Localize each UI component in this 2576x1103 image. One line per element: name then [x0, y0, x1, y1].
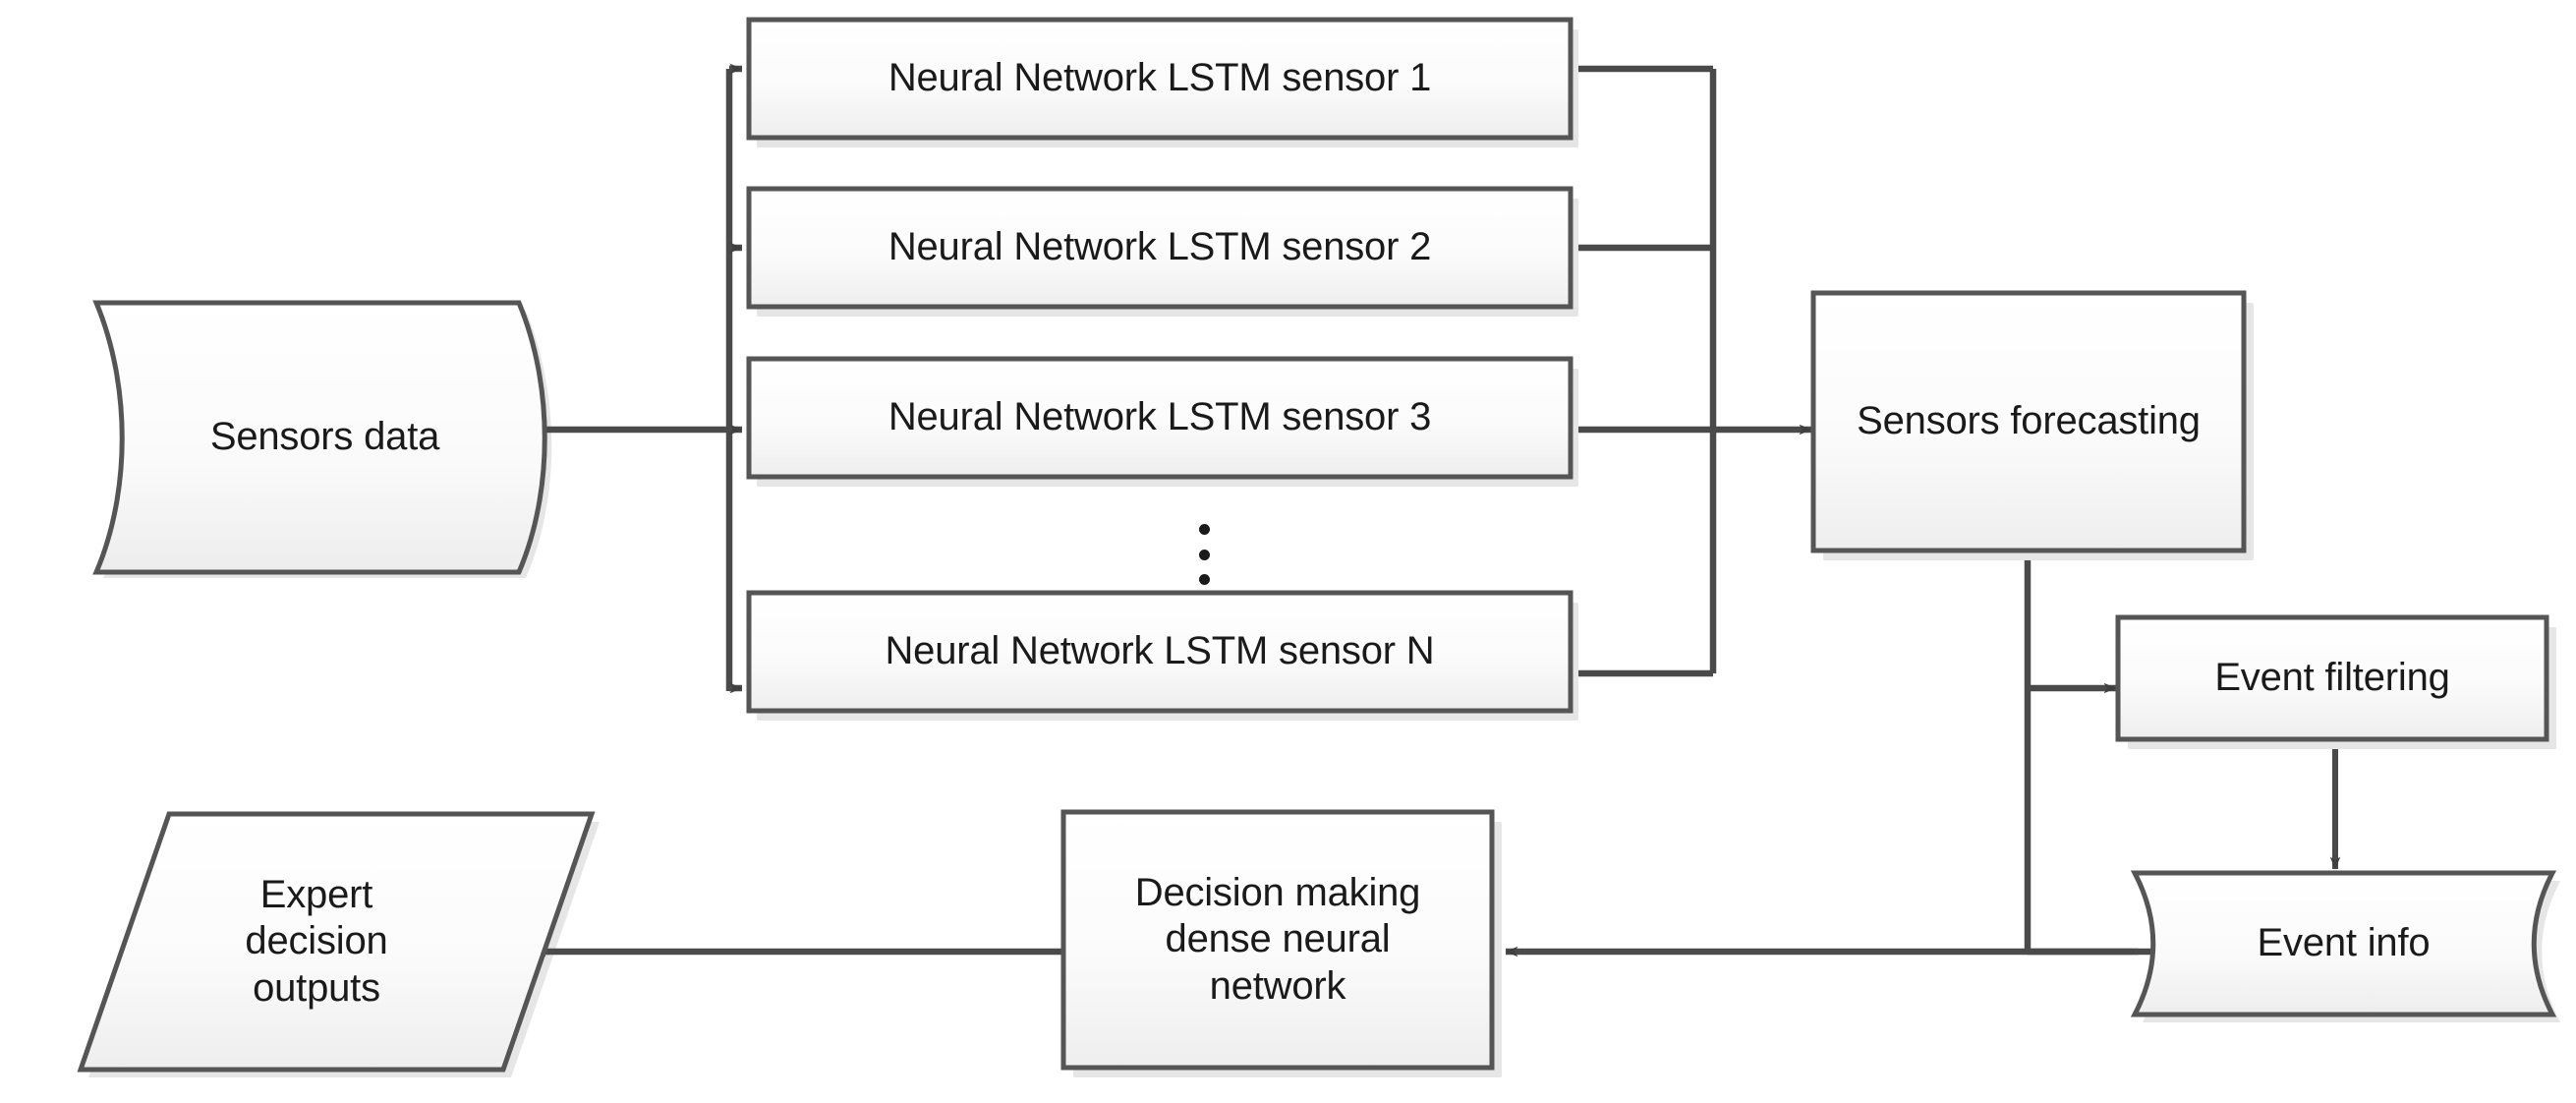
- node-lstm-sensor-n[interactable]: [746, 590, 1574, 714]
- node-event-filtering[interactable]: [2115, 614, 2549, 742]
- node-decision-making[interactable]: [1060, 809, 1495, 1071]
- fanout-branch-arrows: [729, 63, 743, 694]
- node-sensors-forecasting[interactable]: [1810, 290, 2247, 553]
- node-lstm-sensor-2[interactable]: [746, 186, 1574, 310]
- node-sensors-data[interactable]: [92, 300, 547, 575]
- node-lstm-sensor-3[interactable]: [746, 356, 1574, 480]
- merge-bus-group: [1578, 65, 1717, 677]
- node-lstm-sensor-1[interactable]: [746, 17, 1574, 141]
- vertical-ellipsis-icon: [1198, 524, 1210, 585]
- node-expert-decision-outputs[interactable]: [77, 811, 596, 1073]
- node-event-info[interactable]: [2130, 870, 2557, 1017]
